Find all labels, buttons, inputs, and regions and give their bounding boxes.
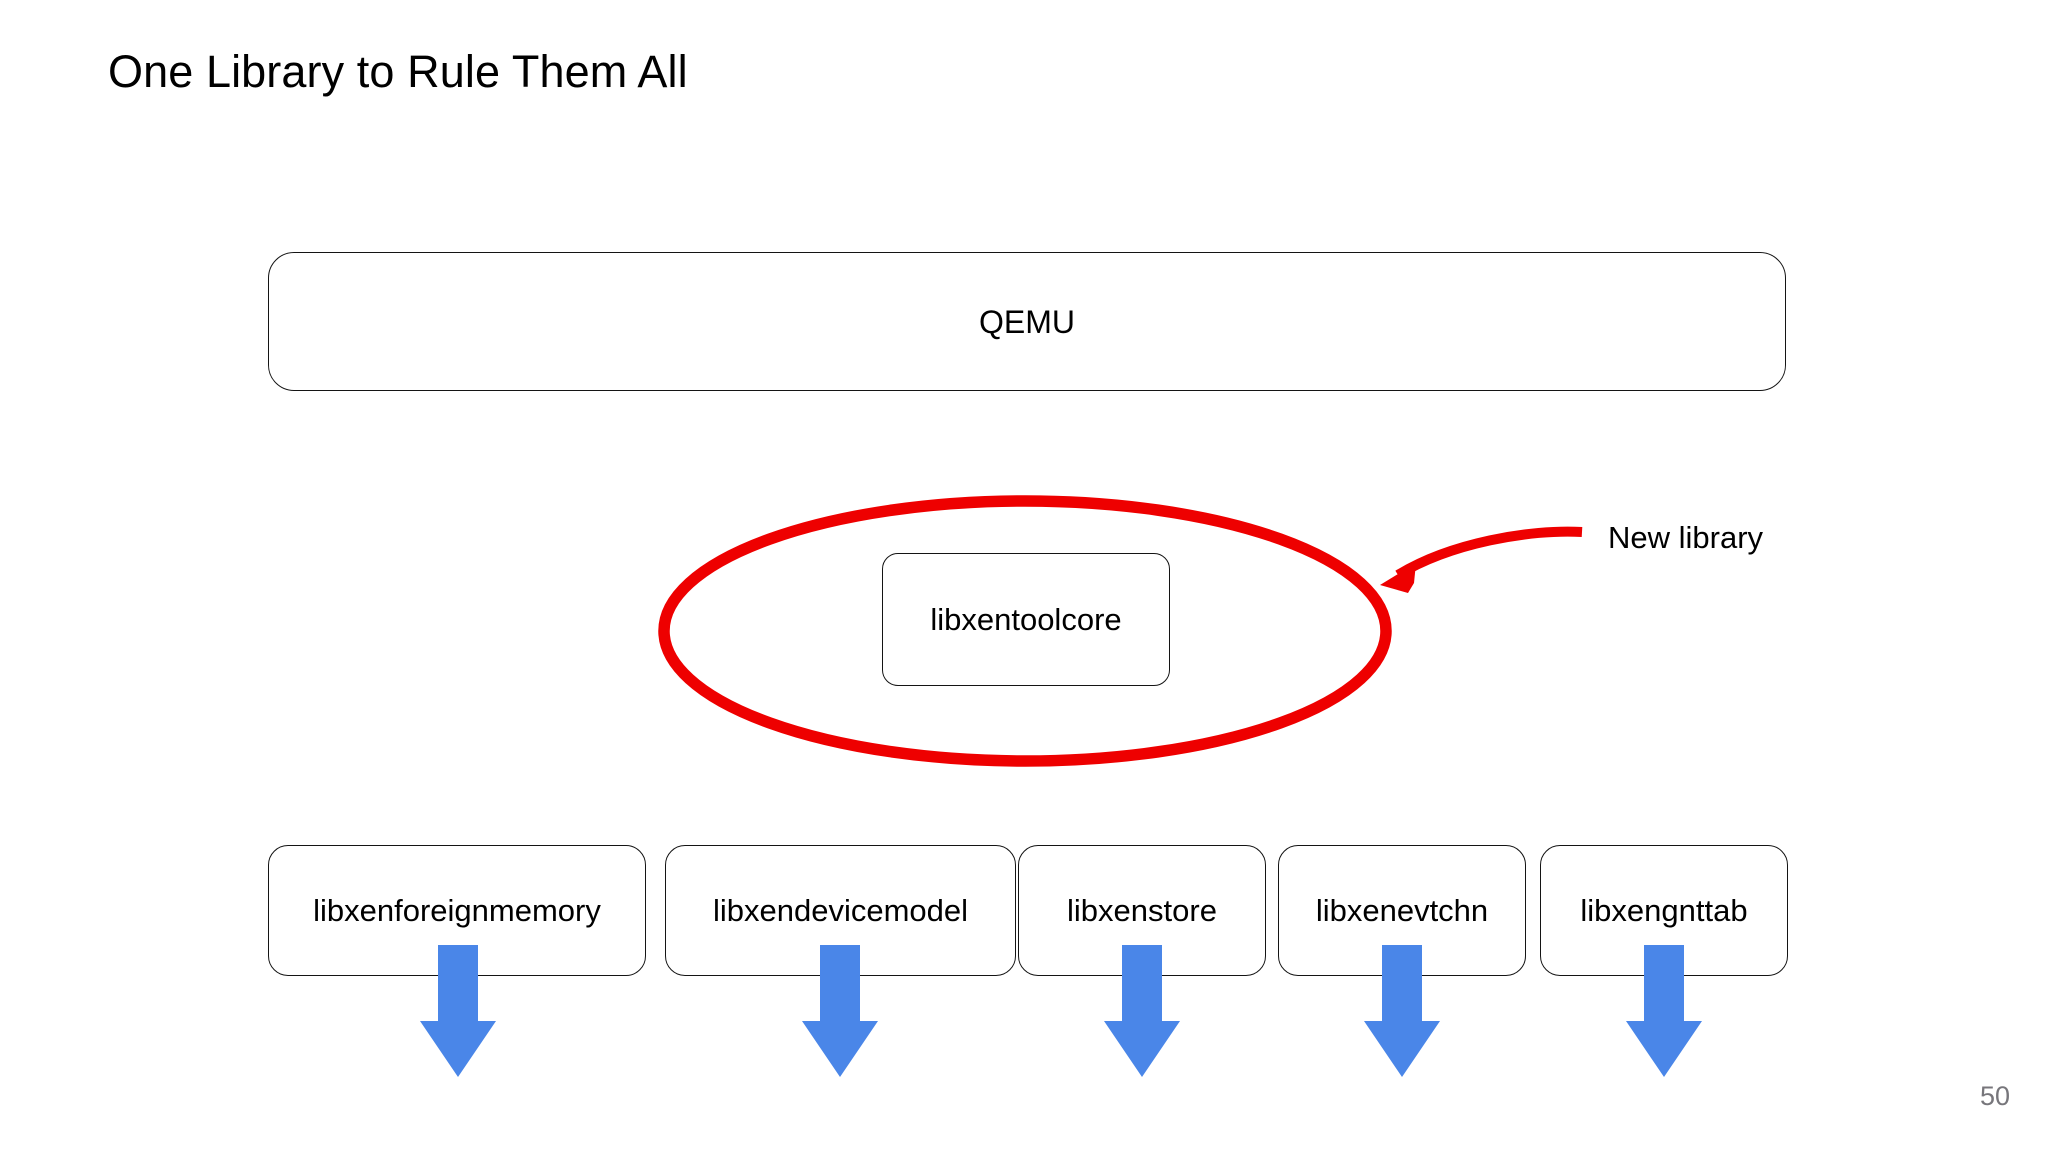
- down-arrow-icon: [1626, 945, 1702, 1077]
- page-number: 50: [1979, 1081, 2010, 1111]
- down-arrow-icon: [420, 945, 496, 1077]
- library-box-label: libxengnttab: [1580, 892, 1748, 928]
- libxentoolcore-box-label: libxentoolcore: [930, 601, 1122, 637]
- down-arrow-icon: [1104, 945, 1180, 1077]
- library-box-label: libxenstore: [1067, 892, 1217, 928]
- libxentoolcore-box: libxentoolcore: [882, 553, 1170, 686]
- library-box: libxenstore: [1018, 845, 1266, 976]
- page-title: One Library to Rule Them All: [108, 46, 688, 97]
- library-box-label: libxenforeignmemory: [313, 892, 601, 928]
- callout-arrow-icon: [1380, 526, 1583, 593]
- qemu-box: QEMU: [268, 252, 1786, 391]
- qemu-box-label: QEMU: [979, 303, 1075, 340]
- new-library-annotation: New library: [1608, 520, 1764, 555]
- down-arrow-icon: [802, 945, 878, 1077]
- down-arrow-icon: [1364, 945, 1440, 1077]
- library-box-label: libxendevicemodel: [712, 892, 969, 928]
- library-box-label: libxenevtchn: [1315, 892, 1489, 928]
